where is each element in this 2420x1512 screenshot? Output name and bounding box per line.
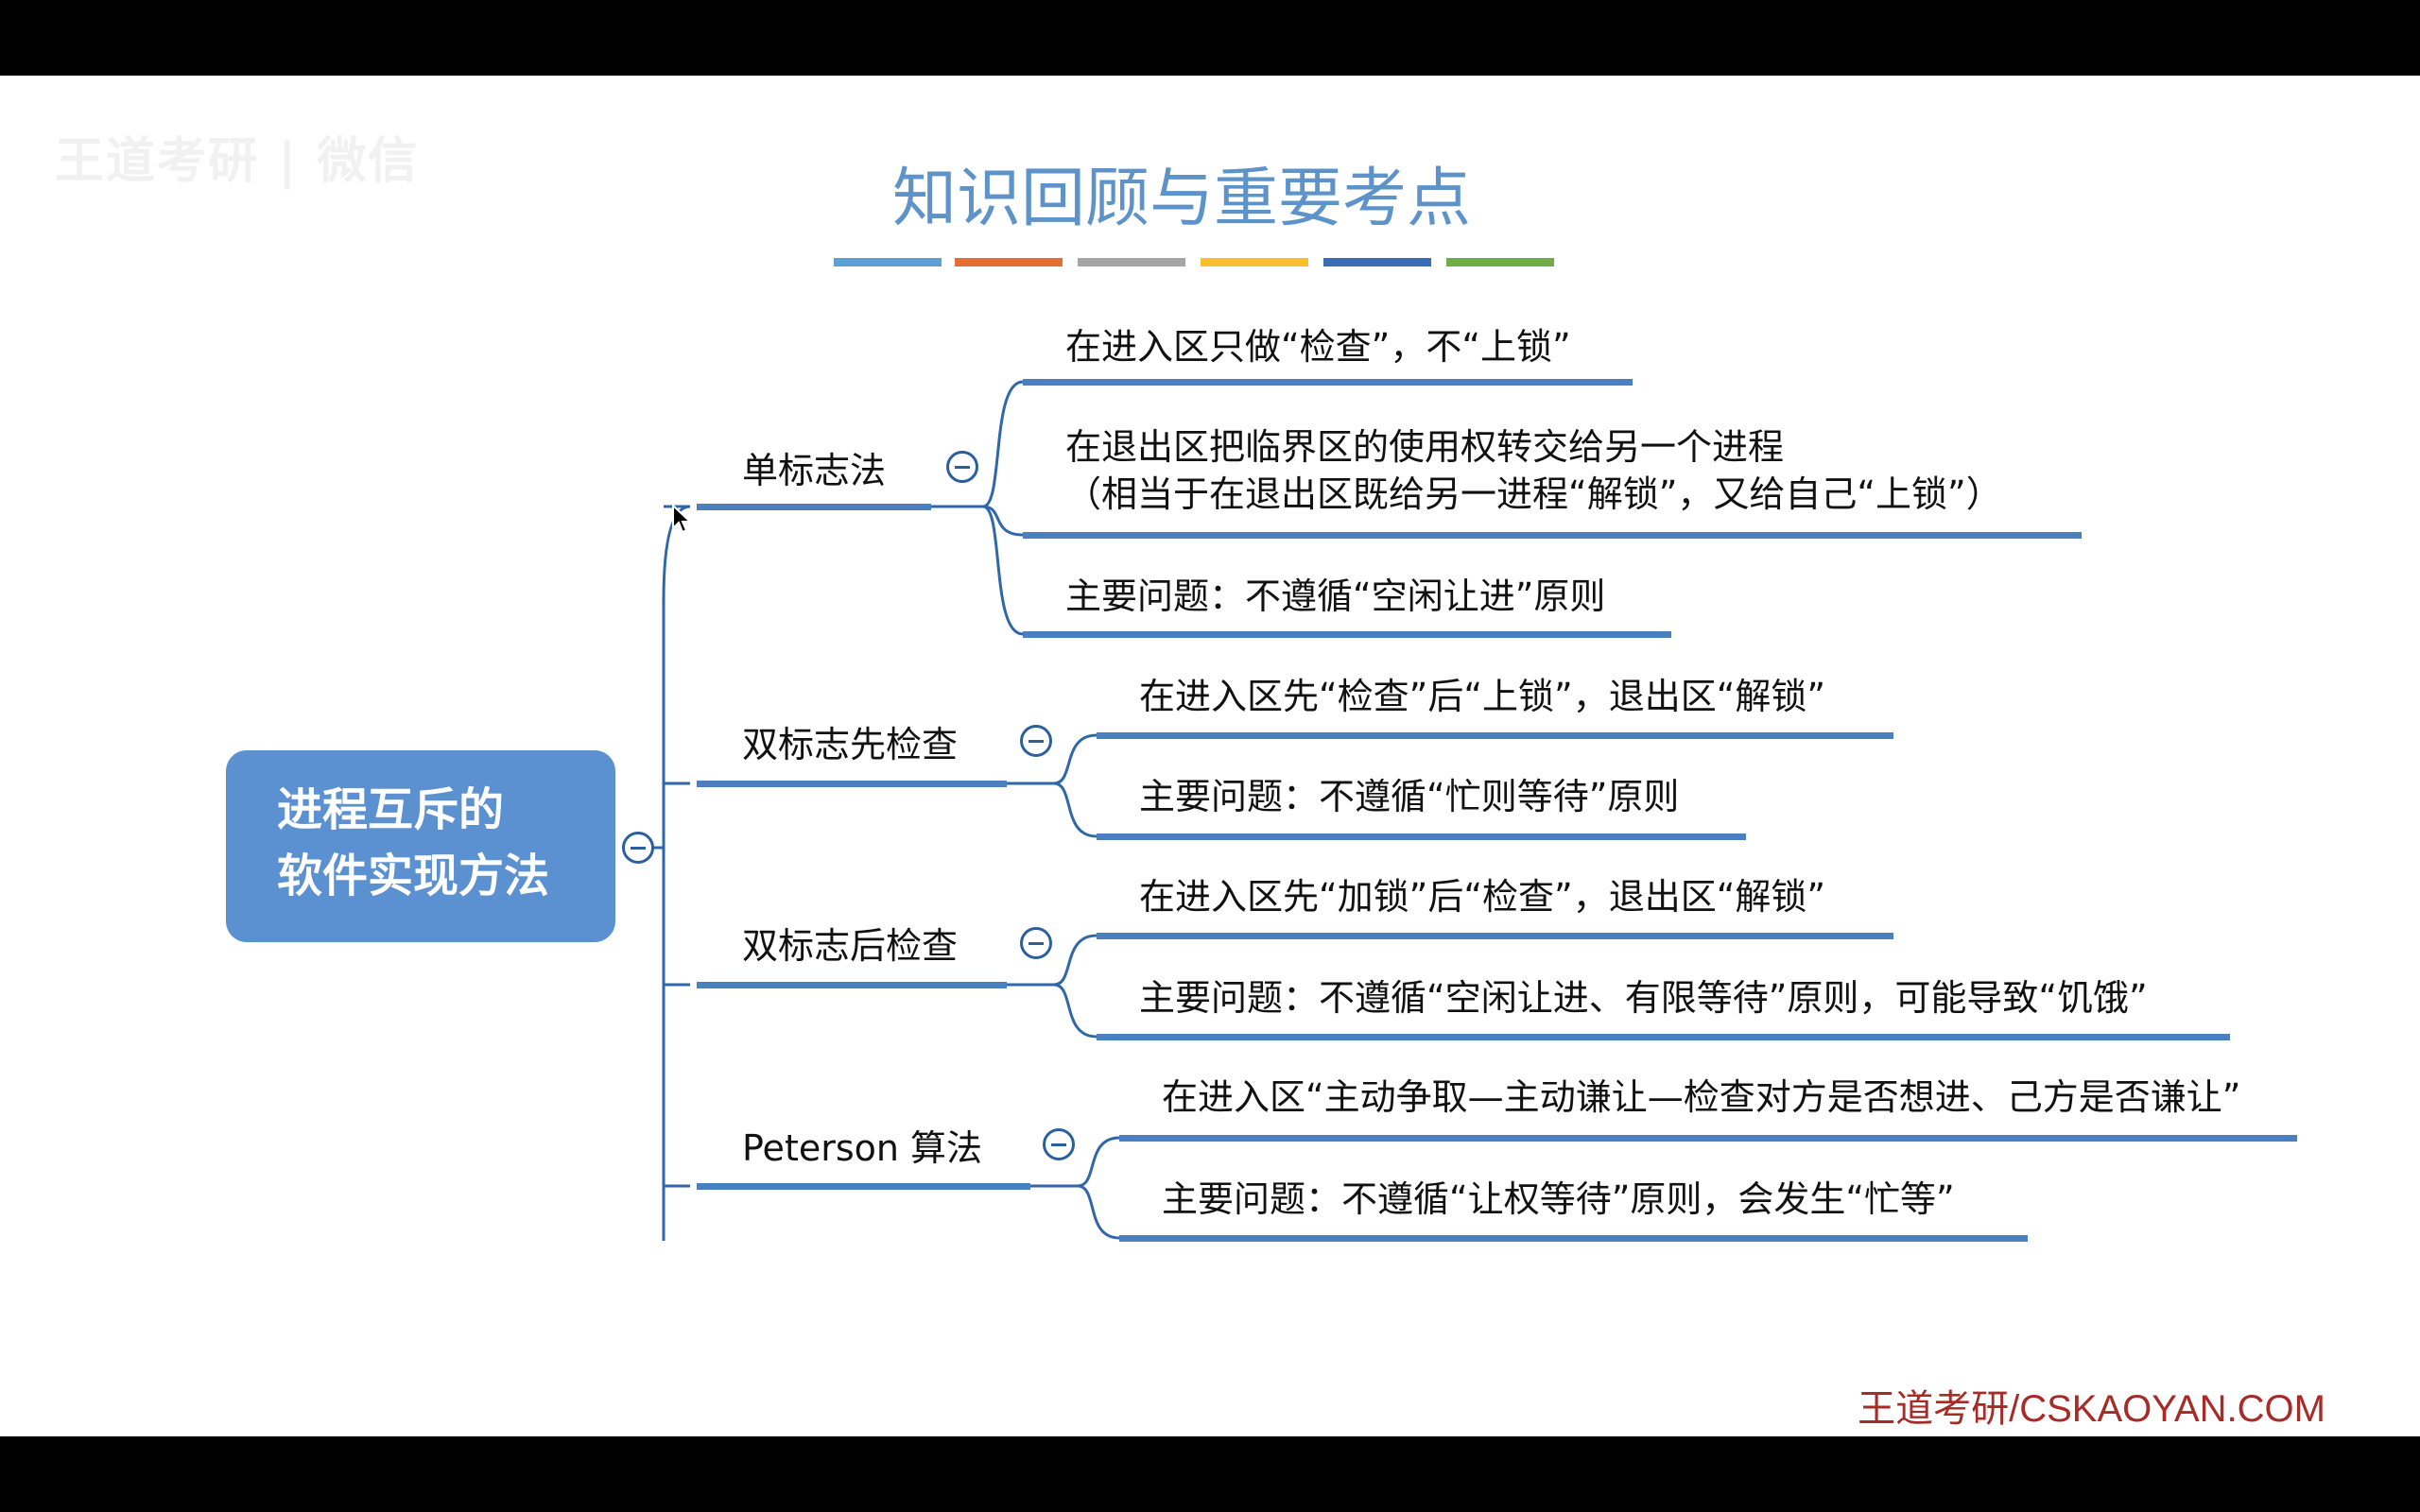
connector-line bbox=[982, 505, 1024, 636]
underline bbox=[1097, 732, 1893, 739]
title-color-bar bbox=[1078, 258, 1185, 266]
connector-line bbox=[1053, 733, 1098, 785]
branch-collapse-icon[interactable] bbox=[946, 451, 978, 483]
branch-label-single-flag[interactable]: 单标志法 bbox=[742, 450, 887, 491]
underline bbox=[1097, 833, 1746, 840]
root-collapse-icon[interactable] bbox=[622, 832, 654, 864]
leaf-text[interactable]: 主要问题：不遵循“空闲让进、有限等待”原则，可能导致“饥饿” bbox=[1139, 977, 2148, 1019]
leaf-text[interactable]: 在进入区先“加锁”后“检查”，退出区“解锁” bbox=[1139, 876, 1826, 918]
root-node-line2: 软件实现方法 bbox=[277, 850, 550, 902]
connector-line bbox=[1077, 1184, 1120, 1240]
leaf-text[interactable]: 主要问题：不遵循“空闲让进”原则 bbox=[1065, 576, 1606, 617]
watermark: 王道考研 | 微信 bbox=[55, 133, 420, 190]
connector-line bbox=[662, 505, 691, 602]
connector-lines bbox=[638, 380, 1120, 1241]
underline bbox=[697, 1183, 1030, 1190]
branch-label-double-flag-check-first[interactable]: 双标志先检查 bbox=[742, 724, 959, 765]
underline bbox=[697, 781, 1007, 787]
underline bbox=[697, 504, 931, 510]
title-color-bar bbox=[1446, 258, 1554, 266]
connector-line bbox=[1053, 983, 1098, 1039]
leaf-text[interactable]: 在进入区只做“检查”，不“上锁” bbox=[1065, 326, 1571, 368]
connector-line bbox=[1053, 934, 1098, 987]
underline bbox=[1023, 631, 1671, 638]
branch-label-double-flag-check-after[interactable]: 双标志后检查 bbox=[742, 925, 959, 967]
branch-collapse-icon[interactable] bbox=[1020, 725, 1052, 757]
leaf-text[interactable]: 在进入区先“检查”后“上锁”，退出区“解锁” bbox=[1139, 676, 1826, 717]
branch-collapse-icon[interactable] bbox=[1043, 1128, 1075, 1160]
root-node[interactable]: 进程互斥的 软件实现方法 bbox=[226, 750, 615, 942]
underline bbox=[697, 982, 1007, 988]
leaf-text-continued[interactable]: （相当于在退出区既给另一进程“解锁”，又给自己“上锁”） bbox=[1065, 473, 2002, 515]
underline bbox=[1097, 1034, 2230, 1040]
slide: 王道考研 | 微信 知识回顾与重要考点 进程互斥的 软件实现方法 单标志法 双标… bbox=[0, 76, 2420, 1436]
root-node-line1: 进程互斥的 bbox=[277, 783, 505, 836]
brand-footer: 王道考研/CSKAOYAN.COM bbox=[1858, 1388, 2325, 1430]
underline bbox=[1119, 1135, 2297, 1142]
title-color-bars bbox=[834, 258, 1554, 266]
underline bbox=[1023, 379, 1633, 386]
mouse-cursor-icon bbox=[672, 504, 693, 534]
title-color-bar bbox=[1323, 258, 1431, 266]
connector-line bbox=[1053, 782, 1098, 838]
mindmap-connectors bbox=[638, 258, 2297, 1242]
leaf-text[interactable]: 主要问题：不遵循“忙则等待”原则 bbox=[1139, 776, 1680, 817]
leaf-text[interactable]: 主要问题：不遵循“让权等待”原则，会发生“忙等” bbox=[1162, 1178, 1955, 1220]
underline bbox=[1119, 1235, 2028, 1242]
underlines bbox=[697, 379, 2297, 1242]
title-color-bar bbox=[834, 258, 942, 266]
branch-label-peterson[interactable]: Peterson 算法 bbox=[742, 1127, 983, 1169]
underline bbox=[1097, 933, 1893, 939]
title-color-bar bbox=[955, 258, 1063, 266]
title-color-bar bbox=[1201, 258, 1308, 266]
connector-line bbox=[982, 505, 1024, 537]
branch-collapse-icon[interactable] bbox=[1020, 927, 1052, 959]
underline bbox=[1023, 532, 2082, 539]
leaf-text[interactable]: 在进入区“主动争取—主动谦让—检查对方是否想进、己方是否谦让” bbox=[1162, 1076, 2241, 1118]
connector-line bbox=[982, 380, 1024, 508]
page-title: 知识回顾与重要考点 bbox=[891, 162, 1471, 236]
leaf-text[interactable]: 在退出区把临界区的使用权转交给另一个进程 bbox=[1065, 426, 1785, 468]
connector-line bbox=[1077, 1136, 1120, 1188]
